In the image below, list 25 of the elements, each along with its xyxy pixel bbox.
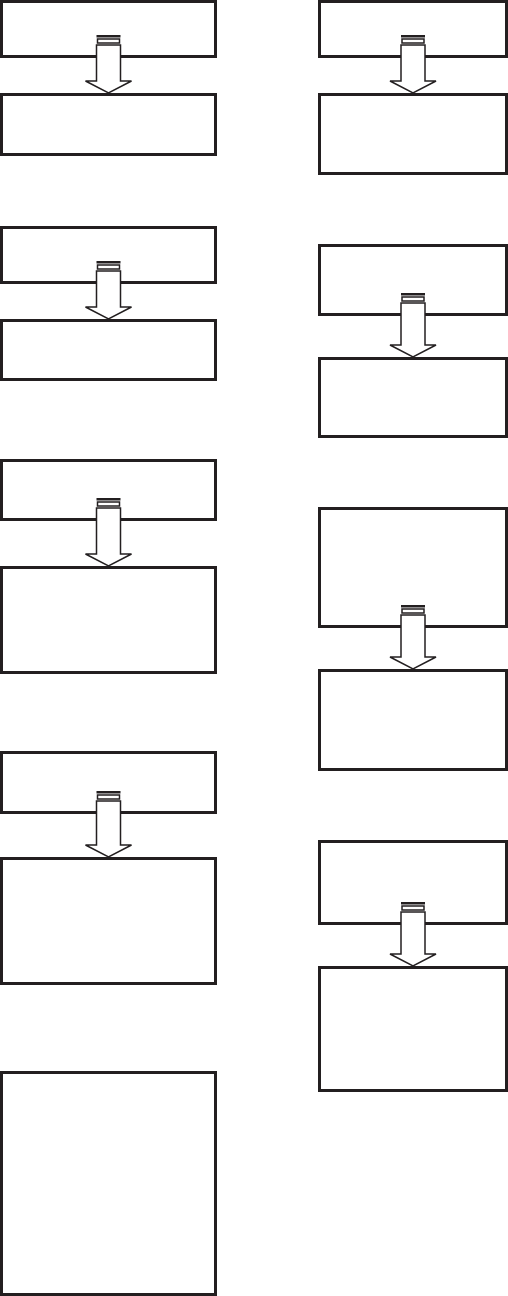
block-arrow — [389, 302, 437, 358]
block-arrow — [84, 270, 133, 320]
block-arrow — [84, 800, 133, 858]
empty-box — [318, 840, 508, 925]
block-arrow — [84, 507, 133, 567]
block-arrow — [84, 44, 133, 94]
empty-box — [318, 93, 508, 175]
empty-box — [0, 226, 217, 284]
empty-box — [0, 751, 217, 814]
empty-box — [0, 93, 217, 156]
empty-box — [0, 1071, 217, 1296]
empty-box — [318, 669, 508, 771]
empty-box — [0, 459, 217, 521]
empty-box — [0, 319, 217, 381]
empty-box — [318, 244, 508, 316]
empty-box — [318, 0, 508, 58]
block-arrow — [389, 44, 437, 94]
empty-box — [0, 566, 217, 674]
empty-box — [318, 966, 508, 1092]
empty-box — [318, 357, 508, 438]
empty-box — [318, 507, 508, 628]
empty-box — [0, 0, 217, 58]
block-arrow — [389, 911, 437, 967]
block-arrow — [389, 614, 437, 670]
empty-box — [0, 857, 217, 985]
